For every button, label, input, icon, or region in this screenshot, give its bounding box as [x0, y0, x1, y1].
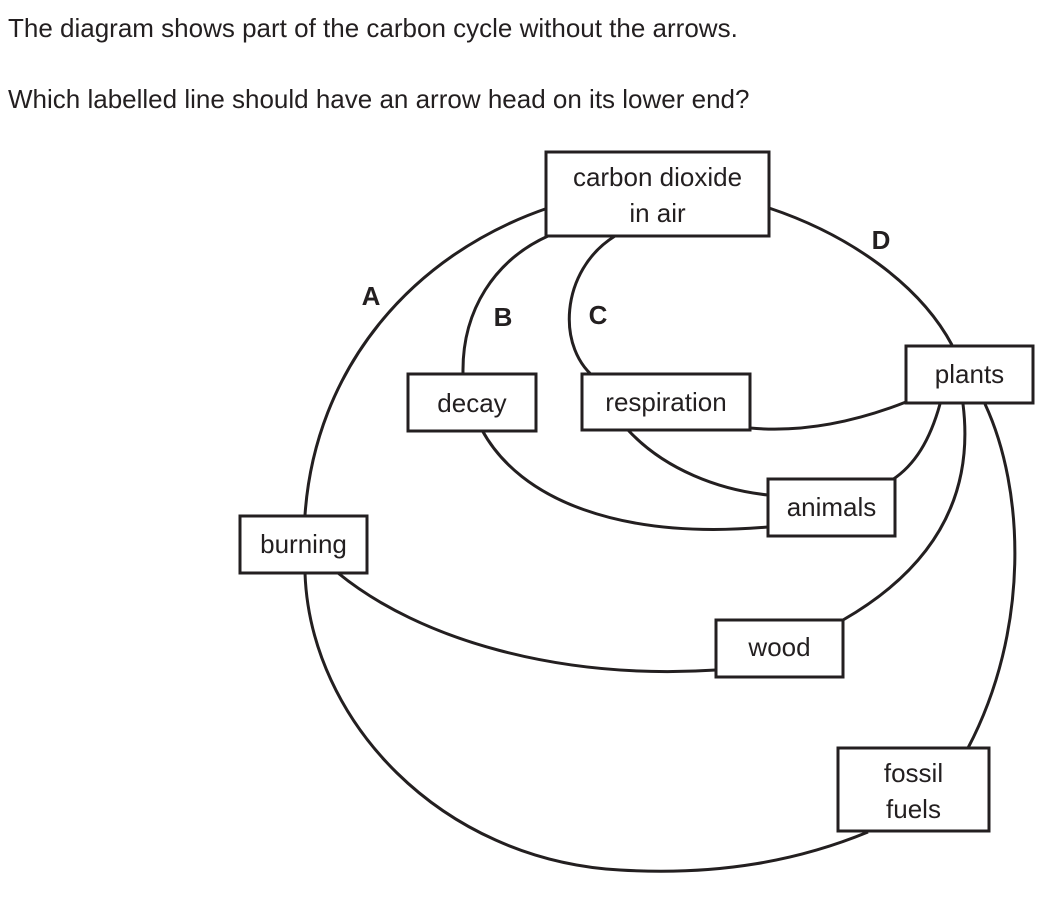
line-decay-animals	[480, 429, 769, 531]
box-carbon-dioxide-line2: in air	[629, 198, 686, 228]
box-respiration-label: respiration	[605, 387, 726, 417]
box-burning-label: burning	[260, 529, 347, 559]
box-fossil-fuels-line1: fossil	[884, 758, 943, 788]
box-plants-label: plants	[935, 359, 1004, 389]
line-respiration-plants	[749, 400, 907, 431]
line-burning-fossil	[303, 572, 869, 873]
box-decay-label: decay	[437, 388, 506, 418]
box-wood-label: wood	[747, 632, 810, 662]
line-label-d: D	[872, 225, 891, 255]
box-respiration: respiration	[580, 372, 752, 432]
box-decay: decay	[406, 372, 538, 433]
box-fossil-fuels: fossil fuels	[836, 746, 991, 833]
box-wood: wood	[714, 618, 845, 679]
box-carbon-dioxide: carbon dioxide in air	[544, 150, 771, 238]
box-burning: burning	[238, 514, 369, 575]
box-animals: animals	[766, 477, 897, 538]
box-animals-label: animals	[787, 492, 877, 522]
question-prompt: Which labelled line should have an arrow…	[8, 84, 750, 114]
line-d	[768, 206, 954, 346]
line-b	[461, 234, 549, 374]
line-label-c: C	[589, 300, 608, 330]
connector-lines	[303, 206, 1017, 873]
line-c	[567, 234, 616, 382]
line-plants-animals	[891, 403, 942, 482]
line-burning-wood	[337, 571, 717, 674]
box-fossil-fuels-line2: fuels	[886, 794, 941, 824]
box-plants: plants	[904, 344, 1035, 405]
question-intro: The diagram shows part of the carbon cyc…	[8, 13, 738, 43]
box-carbon-dioxide-line1: carbon dioxide	[573, 162, 742, 192]
line-plants-wood	[842, 403, 967, 622]
line-label-b: B	[494, 302, 513, 332]
line-a	[303, 206, 549, 516]
line-label-a: A	[362, 281, 381, 311]
line-respiration-animals	[626, 428, 769, 497]
line-plants-fossil	[966, 403, 1017, 749]
